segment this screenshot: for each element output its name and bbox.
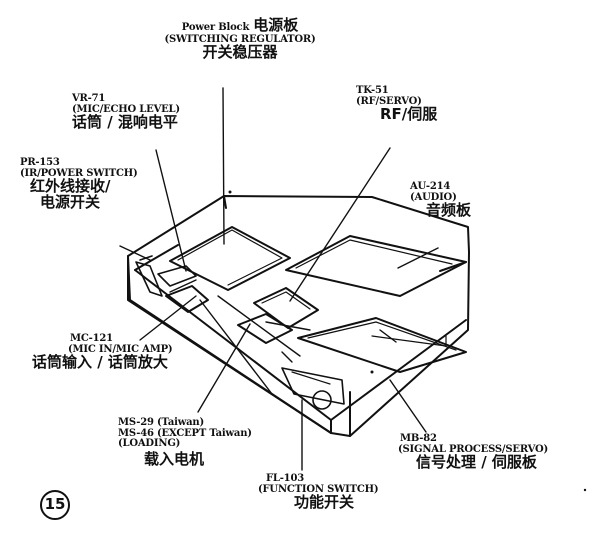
vr71-label: VR-71 (MIC/ECHO LEVEL) 话筒 / 混响电平 [72, 93, 180, 131]
tk51-label: TK-51 (RF/SERVO) RF/伺服 [356, 85, 438, 123]
fl103-code: FL-103 [266, 473, 304, 484]
tk51-en: (RF/SERVO) [356, 95, 422, 107]
ms29-label: MS-29 (Taiwan) MS-46 (EXCEPT Taiwan) (LO… [118, 417, 252, 468]
dot-marks [228, 190, 587, 492]
ms29-line2: MS-46 (EXCEPT Taiwan) [118, 427, 252, 439]
loading-motor-board [237, 313, 293, 344]
chassis-box [127, 195, 470, 437]
pr153-zh1: 红外线接收/ [30, 177, 111, 195]
au214-zh: 音频板 [426, 201, 472, 219]
leader-lines [119, 87, 439, 471]
audio-board [285, 235, 467, 297]
figure-number: 15 [40, 490, 70, 520]
ms29-line3: (LOADING) [118, 438, 181, 449]
vr71-code: VR-71 [72, 93, 106, 104]
internal-lines [199, 295, 397, 395]
power-block-zh: 电源板 [253, 16, 299, 34]
rf-servo-board [253, 287, 319, 329]
figure-number-text: 15 [44, 495, 66, 514]
mb82-code: MB-82 [400, 433, 437, 444]
vr71-en: (MIC/ECHO LEVEL) [72, 103, 180, 115]
power-block-en2: (SWITCHING REGULATOR) [164, 33, 316, 45]
au214-code: AU-214 [410, 181, 451, 192]
au214-label: AU-214 (AUDIO) 音频板 [410, 181, 472, 219]
au214-en: (AUDIO) [410, 191, 457, 203]
tk51-code: TK-51 [356, 85, 389, 96]
function-switch-board [281, 367, 345, 410]
power-block-board [169, 226, 291, 291]
ir-power-switch-board [157, 265, 197, 287]
mc121-label: MC-121 (MIC IN/MIC AMP) 话筒输入 / 话筒放大 [32, 333, 173, 371]
mb82-en: (SIGNAL PROCESS/SERVO) [398, 443, 549, 455]
ms29-zh: 载入电机 [144, 449, 205, 468]
pr153-code: PR-153 [20, 157, 60, 168]
fl103-zh: 功能开关 [294, 493, 355, 511]
signal-servo-board [265, 317, 467, 373]
mb82-zh: 信号处理 / 伺服板 [416, 453, 537, 471]
power-block-label: Power Block 电源板 (SWITCHING REGULATOR) 开关… [140, 16, 340, 62]
power-block-zh2: 开关稳压器 [202, 43, 278, 62]
fl103-en: (FUNCTION SWITCH) [258, 483, 379, 495]
fl103-label: FL-103 (FUNCTION SWITCH) 功能开关 [258, 473, 379, 511]
mc121-code: MC-121 [70, 333, 113, 344]
tk51-zh: RF/伺服 [380, 105, 438, 123]
mb82-label: MB-82 (SIGNAL PROCESS/SERVO) 信号处理 / 伺服板 [398, 433, 549, 471]
pr153-en: (IR/POWER SWITCH) [20, 167, 138, 179]
ms29-line1: MS-29 (Taiwan) [118, 417, 204, 428]
vr71-zh: 话筒 / 混响电平 [72, 113, 178, 131]
mc121-en: (MIC IN/MIC AMP) [68, 343, 173, 355]
mic-board [165, 279, 209, 313]
pr153-zh2: 电源开关 [40, 192, 101, 211]
pr153-label: PR-153 (IR/POWER SWITCH) 红外线接收/ 电源开关 [20, 157, 138, 211]
power-block-en: Power Block [181, 22, 250, 33]
mc121-zh: 话筒输入 / 话筒放大 [32, 353, 168, 371]
